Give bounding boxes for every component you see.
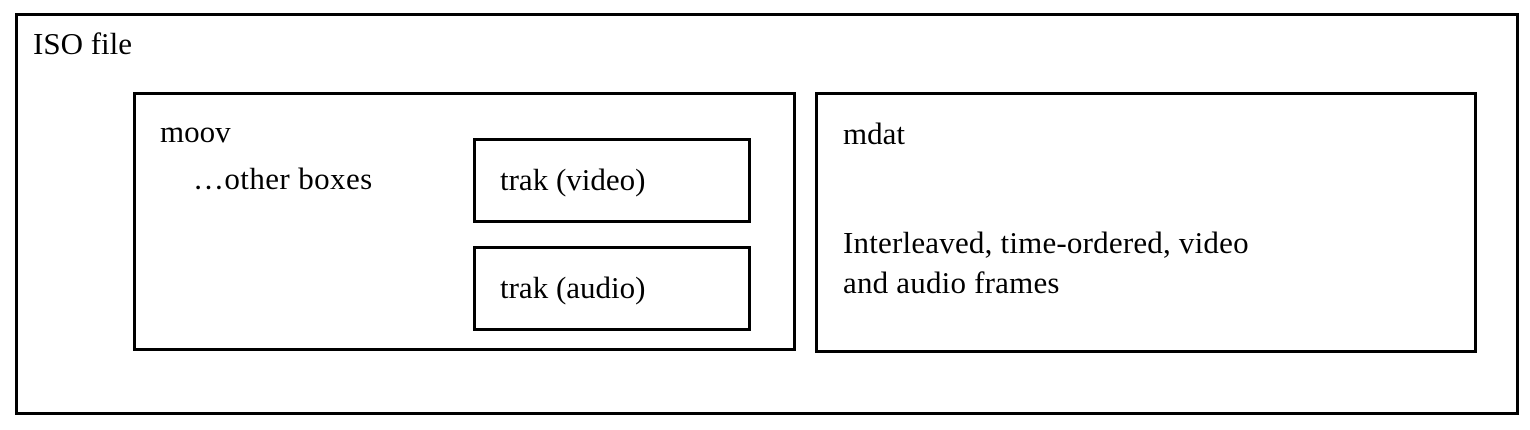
trak-video-box <box>473 138 751 223</box>
moov-other-boxes-label: …other boxes <box>193 161 373 196</box>
iso-file-label: ISO file <box>33 26 133 61</box>
trak-audio-label: trak (audio) <box>500 270 646 305</box>
moov-label: moov <box>160 114 231 149</box>
mdat-label: mdat <box>843 116 905 151</box>
mdat-box <box>815 92 1477 353</box>
trak-audio-box <box>473 246 751 331</box>
trak-video-label: trak (video) <box>500 162 646 197</box>
mdat-description: Interleaved, time-ordered, video and aud… <box>843 225 1249 300</box>
